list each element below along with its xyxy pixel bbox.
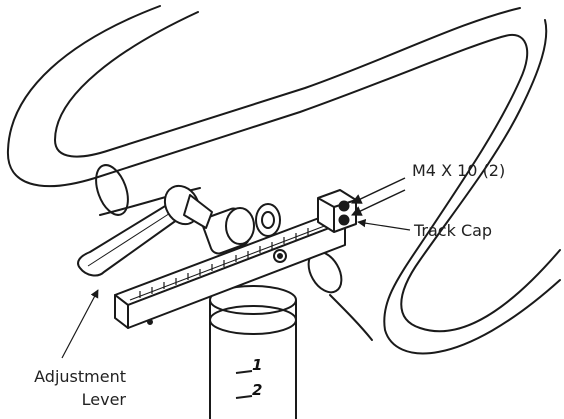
- clamp-body: [201, 203, 281, 255]
- bolt-arrows: [351, 177, 406, 216]
- adjustment-lever-callout-line2: Lever: [82, 390, 127, 409]
- seat-track: [114, 211, 346, 329]
- track-cap-part: [317, 189, 357, 233]
- track-cap-callout: Track Cap: [413, 221, 492, 240]
- bolts-callout: M4 X 10 (2): [412, 161, 505, 180]
- post-mark-2: 2: [252, 381, 262, 399]
- adjustment-lever-part: [77, 184, 213, 277]
- seat-post: [209, 285, 297, 419]
- adjustment-lever-callout-line1: Adjustment: [34, 367, 126, 386]
- leader-lines: [61, 218, 411, 359]
- post-mark-1: 1: [252, 356, 262, 374]
